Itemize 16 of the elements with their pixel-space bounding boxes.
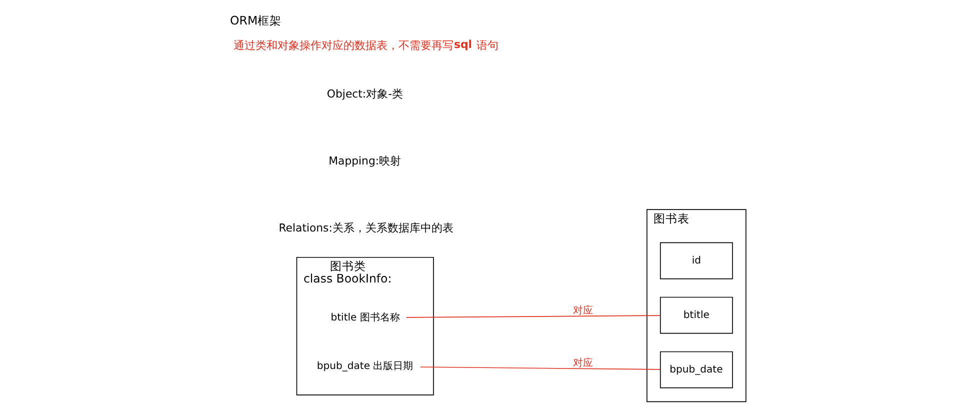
node-text: bpub_date 出版日期 bbox=[316, 361, 413, 372]
node-box: bpub_date bbox=[659, 351, 732, 388]
node-label: 图书类 bbox=[329, 259, 366, 274]
label: Relations:关系，关系数据库中的表 bbox=[278, 222, 453, 235]
node-box: btitle bbox=[659, 296, 732, 334]
label: Mapping:映射 bbox=[328, 154, 401, 168]
connector bbox=[419, 366, 660, 370]
edge-label: 对应 bbox=[572, 358, 593, 370]
node-box: id bbox=[659, 242, 732, 280]
diagram-title: ORM框架 bbox=[230, 13, 282, 28]
connector bbox=[405, 315, 660, 318]
edge-label: 对应 bbox=[572, 305, 593, 316]
node-label: 图书表 bbox=[653, 211, 690, 226]
node-text: btitle 图书名称 bbox=[330, 312, 400, 324]
label: Object:对象-类 bbox=[326, 88, 403, 101]
cluster bbox=[646, 209, 746, 402]
